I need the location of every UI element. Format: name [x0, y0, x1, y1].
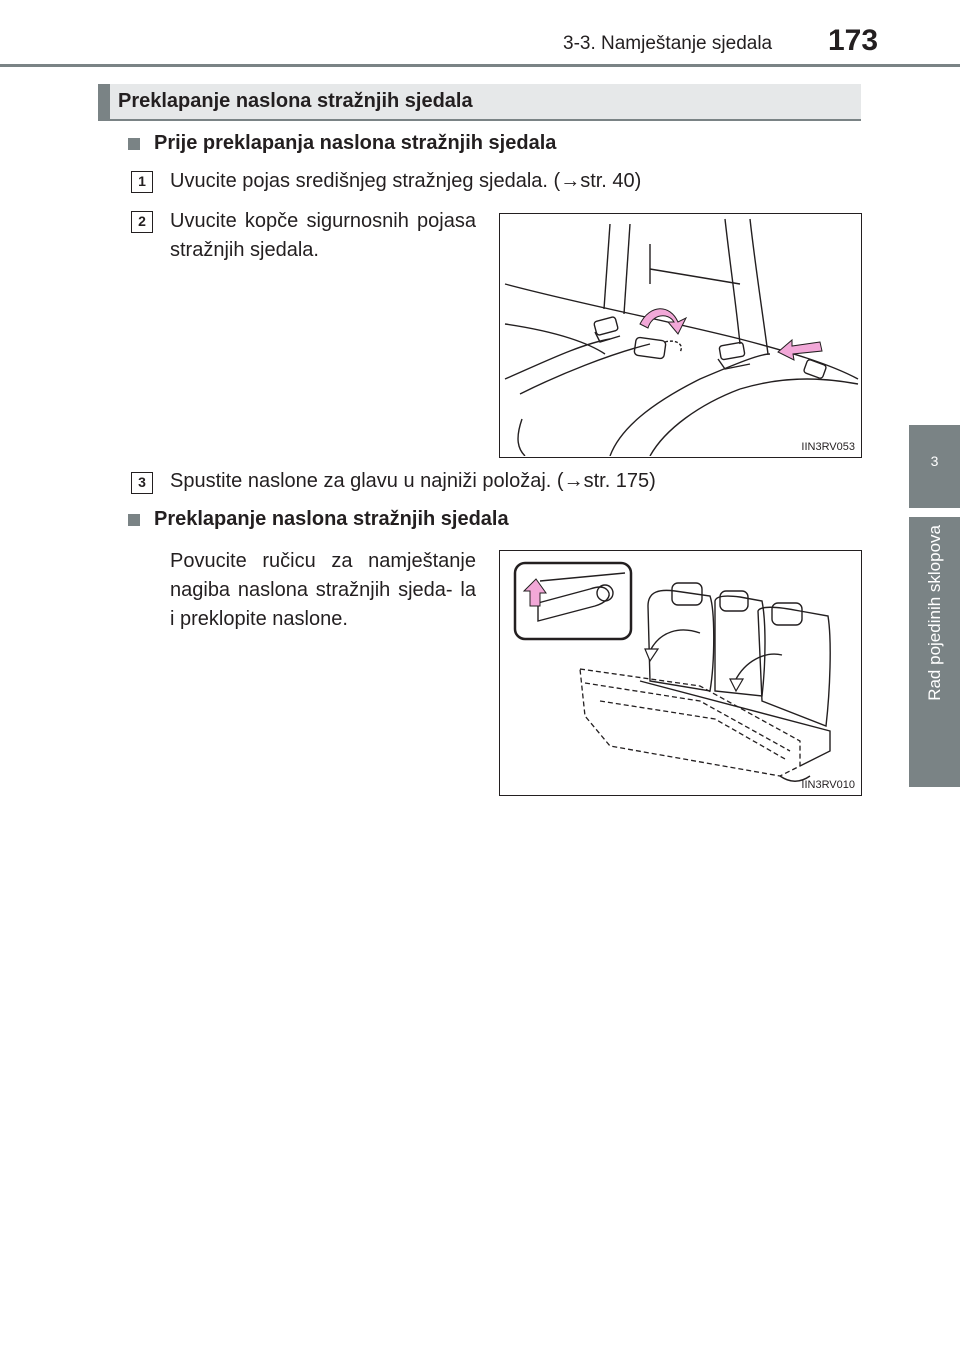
section2-text: Povucite ručicu za namještanje nagiba na… [170, 550, 476, 630]
section2-heading-text: Preklapanje naslona stražnjih sjedala [154, 508, 509, 530]
figure-2-code: IIN3RV010 [801, 779, 855, 791]
section1-heading: Prije preklapanja naslona stražnjih sjed… [128, 132, 556, 155]
step-2-text: Uvucite kopče sigurnosnih pojasa stražnj… [170, 210, 476, 261]
step-1-text: Uvucite pojas središnjeg stražnjeg sjeda… [170, 170, 642, 192]
figure-seat-buckles: IIN3RV053 [499, 213, 862, 458]
title-bar-accent [98, 84, 110, 121]
page-number: 173 [828, 24, 879, 57]
topic-title: Preklapanje naslona stražnjih sjedala [118, 90, 473, 112]
step-3-text: Spustite naslone za glavu u najniži polo… [170, 470, 656, 492]
section-title: 3-3. Namještanje sjedala [563, 33, 773, 54]
chapter-title-tab: Rad pojedinih sklopova [909, 517, 960, 787]
chapter-tab: 3 [909, 425, 960, 508]
figure-1-code: IIN3RV053 [801, 441, 855, 453]
topic-title-bar [98, 84, 861, 121]
section1-heading-text: Prije preklapanja naslona stražnjih sjed… [154, 132, 557, 154]
section2-heading: Preklapanje naslona stražnjih sjedala [128, 508, 509, 531]
folding-seats-illustration [513, 561, 831, 782]
square-bullet-icon [128, 513, 140, 526]
figure-folding-seats: IIN3RV010 [499, 550, 862, 796]
seat-buckles-illustration [504, 218, 859, 456]
square-bullet-icon [128, 137, 140, 150]
header-rule [0, 64, 960, 67]
step-3-number: 3 [131, 472, 153, 494]
chapter-title: Rad pojedinih sklopova [924, 525, 944, 701]
step-1-number: 1 [131, 171, 153, 193]
step-2-number: 2 [131, 211, 153, 233]
chapter-number: 3 [930, 453, 939, 469]
